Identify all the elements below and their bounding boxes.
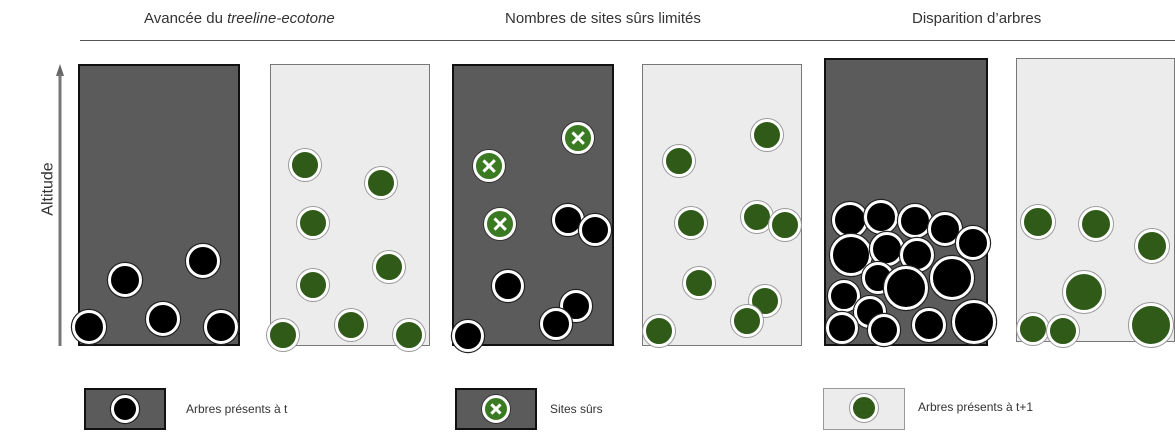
header-tree-disappearance: Disparition d’arbres — [912, 10, 1042, 27]
safe-site-icon — [482, 395, 510, 423]
header-treeline-advance: Avancée du treeline-ecotone — [144, 10, 335, 27]
legend-swatch-safe-sites — [455, 388, 537, 430]
tree-green — [1047, 315, 1079, 347]
tree-green — [365, 167, 397, 199]
panel-safe-sites-t — [452, 64, 614, 352]
tree-black — [826, 312, 858, 344]
tree-green — [1129, 303, 1173, 347]
tree-green — [850, 394, 878, 422]
tree-green — [1063, 271, 1105, 313]
tree-green — [297, 269, 329, 301]
tree-green — [289, 149, 321, 181]
panel-safe-sites-t1 — [642, 64, 802, 347]
tree-green — [675, 207, 707, 239]
tree-black — [492, 270, 524, 302]
tree-black — [146, 302, 180, 336]
tree-green — [643, 315, 675, 347]
tree-black — [930, 256, 974, 300]
tree-green — [749, 285, 781, 317]
tree-black — [72, 310, 106, 344]
tree-black — [870, 232, 904, 266]
tree-green — [393, 319, 425, 351]
legend-label-safe-sites: Sites sûrs — [550, 402, 603, 416]
altitude-axis-label: Altitude — [39, 162, 57, 216]
tree-green — [1135, 229, 1169, 263]
header-treeline-advance-prefix: Avancée du — [144, 10, 228, 27]
tree-black — [204, 310, 238, 344]
legend-label-trees-t: Arbres présents à t — [186, 402, 288, 416]
tree-black — [111, 395, 139, 423]
tree-black — [952, 300, 996, 344]
tree-green — [683, 267, 715, 299]
tree-black — [108, 263, 142, 297]
tree-black — [186, 244, 220, 278]
tree-green — [1017, 313, 1049, 345]
panel-advance-t — [72, 64, 240, 346]
altitude-arrow-icon — [56, 64, 64, 346]
panel-disappearance-t — [824, 58, 996, 346]
tree-green — [663, 145, 695, 177]
safe-site-icon — [473, 150, 505, 182]
tree-green — [297, 207, 329, 239]
tree-green — [1079, 207, 1113, 241]
tree-green — [731, 305, 763, 337]
tree-black — [832, 202, 868, 238]
tree-green — [373, 251, 405, 283]
panel-disappearance-t1 — [1016, 58, 1175, 347]
header-divider — [80, 40, 1175, 41]
tree-green — [1021, 205, 1055, 239]
safe-site-icon — [484, 208, 516, 240]
legend-swatch-trees-t1 — [823, 388, 905, 430]
tree-black — [956, 226, 990, 260]
tree-green — [335, 309, 367, 341]
header-limited-safe-sites: Nombres de sites sûrs limités — [505, 10, 701, 27]
legend-swatch-trees-t — [84, 388, 166, 430]
tree-black — [452, 320, 484, 352]
tree-black — [540, 308, 572, 340]
safe-site-icon — [562, 122, 594, 154]
tree-green — [741, 201, 773, 233]
tree-green — [751, 119, 783, 151]
tree-black — [864, 200, 898, 234]
tree-green — [769, 209, 801, 241]
tree-black — [828, 280, 860, 312]
panel-advance-t1 — [267, 64, 430, 351]
tree-black — [912, 308, 946, 342]
legend-label-trees-t1: Arbres présents à t+1 — [918, 400, 1034, 414]
tree-black — [868, 314, 900, 346]
header-treeline-advance-italic: treeline-ecotone — [227, 10, 335, 27]
tree-black — [884, 266, 928, 310]
tree-green — [267, 319, 299, 351]
tree-black — [898, 204, 932, 238]
tree-black — [579, 214, 611, 246]
